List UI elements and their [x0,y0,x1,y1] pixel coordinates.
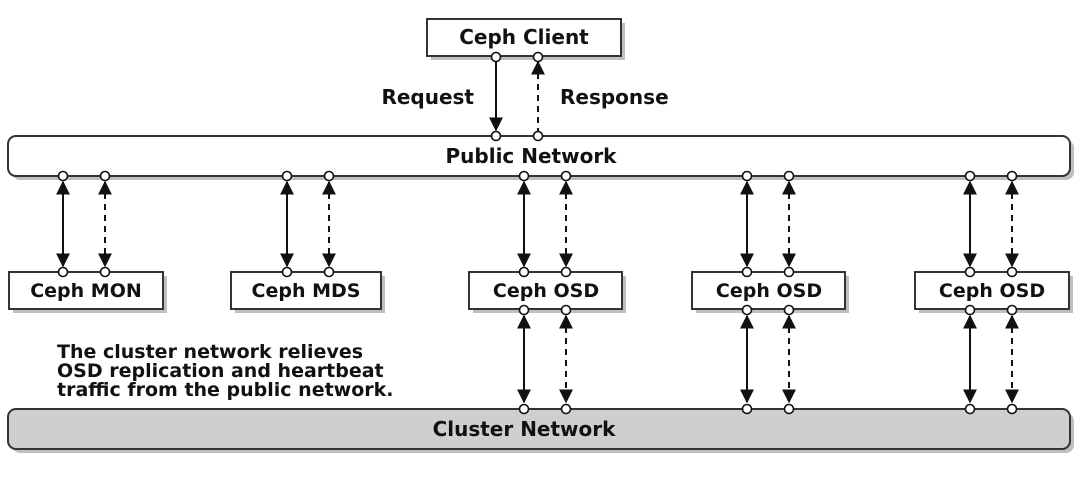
ceph-client-label: Ceph Client [459,25,589,49]
public-network-label: Public Network [446,144,618,168]
public-network-bar: Public Network [7,135,1074,180]
node-ceph-osd-2: Ceph OSD [691,180,849,404]
node-ceph-mds: Ceph MDS [230,180,385,313]
node-label: Ceph MDS [252,280,361,302]
response-label: Response [560,85,669,109]
ceph-client-node: Ceph Client [426,18,625,60]
node-label: Ceph OSD [716,280,822,302]
note-line-2: OSD replication and heartbeat [57,360,384,382]
node-ceph-mon: Ceph MON [8,180,167,313]
node-label: Ceph MON [30,280,142,302]
node-label: Ceph OSD [939,280,1045,302]
cluster-network-bar: Cluster Network [7,408,1074,453]
cluster-network-label: Cluster Network [433,417,617,441]
note-line-1: The cluster network relieves [57,341,363,363]
cluster-network-note: The cluster network relieves OSD replica… [57,341,394,401]
request-label: Request [381,85,474,109]
node-ceph-osd-1: Ceph OSD [468,180,626,404]
node-ceph-osd-3: Ceph OSD [914,180,1073,404]
note-line-3: traffic from the public network. [57,379,394,401]
connection-ports [57,51,1018,415]
node-label: Ceph OSD [493,280,599,302]
